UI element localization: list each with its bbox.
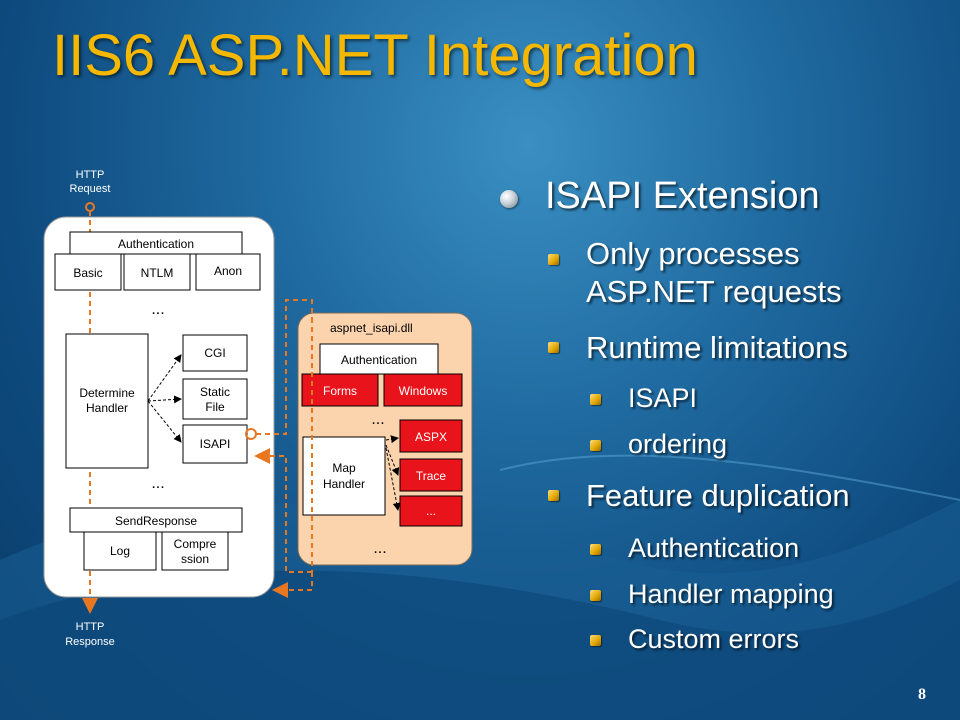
level3-bullet-icon xyxy=(590,394,601,405)
http-response-label-line2: Response xyxy=(65,636,115,648)
aspnet-isapi-title: aspnet_isapi.dll xyxy=(330,321,413,335)
map-handler-label-line2: Handler xyxy=(323,477,365,491)
forms-box xyxy=(301,373,379,407)
handoff-flow-return-lower xyxy=(272,572,313,598)
handler-arrow-cgi xyxy=(147,354,182,402)
compression-label-line1: Compre xyxy=(174,537,217,551)
http-response-label-line1: HTTP xyxy=(76,621,105,633)
bullet-feature-duplication: Feature duplication xyxy=(586,478,850,513)
handoff-flow-out xyxy=(256,299,313,435)
level3-bullet-icon xyxy=(590,635,601,646)
static-file-label-line2: File xyxy=(205,400,225,414)
isapi-box xyxy=(182,424,248,464)
handler-arrow-static xyxy=(147,395,182,404)
windows-box xyxy=(383,373,463,407)
bullet-only-processes-line2: ASP.NET requests xyxy=(586,274,842,309)
page-number: 8 xyxy=(918,686,926,703)
iis-panel xyxy=(43,216,275,598)
level1-bullet-icon xyxy=(500,190,518,208)
basic-label: Basic xyxy=(73,266,102,280)
forms-label: Forms xyxy=(323,384,357,398)
iis-ellipsis-bottom: ... xyxy=(151,475,164,492)
aspnet-ellipsis-bottom: ... xyxy=(373,540,386,557)
aspnet-ellipsis-mid: ... xyxy=(371,411,384,428)
cgi-label: CGI xyxy=(204,346,225,360)
bullet-handler-mapping: Handler mapping xyxy=(628,579,834,609)
cgi-box xyxy=(182,334,248,372)
iis-ellipsis-top: ... xyxy=(151,301,164,318)
determine-handler-box xyxy=(65,333,149,469)
more-handlers-label: ... xyxy=(426,504,436,518)
aspnet-auth-label: Authentication xyxy=(341,353,417,367)
anon-box xyxy=(195,253,261,291)
ntlm-label: NTLM xyxy=(141,266,174,280)
send-response-box xyxy=(69,507,243,533)
handoff-flow-return xyxy=(254,448,312,573)
static-file-label-line1: Static xyxy=(200,385,230,399)
determine-handler-label-line1: Determine xyxy=(79,386,135,400)
iis-auth-label: Authentication xyxy=(118,237,194,251)
request-entry-circle xyxy=(85,202,95,212)
level2-bullet-icon xyxy=(548,342,559,353)
bullet-only-processes-line1: Only processes xyxy=(586,236,800,271)
trace-box xyxy=(399,458,463,492)
map-handler-label-line1: Map xyxy=(332,461,356,475)
bullet-authentication: Authentication xyxy=(628,533,800,563)
handler-arrow-isapi xyxy=(147,400,182,443)
static-file-box xyxy=(182,378,248,420)
aspx-box xyxy=(399,419,463,453)
log-box xyxy=(83,531,157,571)
map-arrow-more xyxy=(385,447,401,511)
level3-bullet-icon xyxy=(590,440,601,451)
trace-label: Trace xyxy=(416,469,447,483)
level2-bullet-icon xyxy=(548,254,559,265)
isapi-label: ISAPI xyxy=(200,437,231,451)
bullet-custom-errors: Custom errors xyxy=(628,624,800,654)
determine-handler-label-line2: Handler xyxy=(86,401,128,415)
bullet-isapi: ISAPI xyxy=(628,383,698,413)
ntlm-box xyxy=(123,253,191,291)
http-request-label-line1: HTTP xyxy=(76,169,105,181)
bullet-ordering: ordering xyxy=(628,429,728,459)
bullet-isapi-extension: ISAPI Extension xyxy=(545,175,820,217)
map-arrow-aspx xyxy=(385,435,399,444)
log-label: Log xyxy=(110,544,130,558)
basic-box xyxy=(54,253,122,291)
aspnet-auth-box xyxy=(319,343,439,375)
send-response-label: SendResponse xyxy=(115,514,197,528)
level3-bullet-icon xyxy=(590,544,601,555)
bullet-runtime-limitations: Runtime limitations xyxy=(586,330,848,365)
map-handler-box xyxy=(302,436,386,516)
more-handlers-box xyxy=(399,495,463,527)
map-arrow-trace xyxy=(385,444,400,476)
compression-label-line2: ssion xyxy=(181,552,209,566)
slide-title: IIS6 ASP.NET Integration xyxy=(52,23,698,88)
level3-bullet-icon xyxy=(590,590,601,601)
level2-bullet-icon xyxy=(548,490,559,501)
compression-box xyxy=(161,531,229,571)
aspx-label: ASPX xyxy=(415,430,447,444)
http-request-label-line2: Request xyxy=(70,183,111,195)
anon-label: Anon xyxy=(214,264,242,278)
windows-label: Windows xyxy=(399,384,448,398)
